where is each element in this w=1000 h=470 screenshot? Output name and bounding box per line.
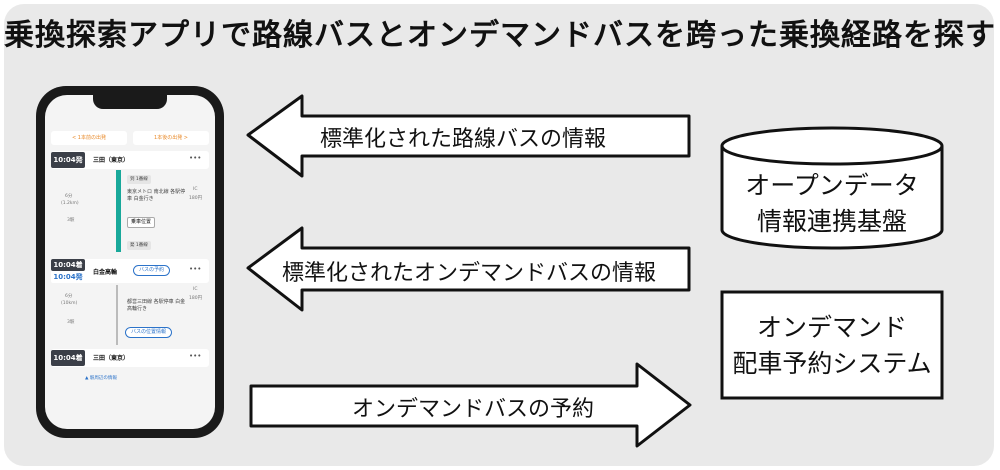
stop-card-transfer[interactable]: 10:04着 10:04発 白金高輪 バスの予約 •••	[51, 259, 209, 283]
app-screen: < 1本前の出発 1本後の出発 > 10:04発 三田（東京） ••• 6分 (…	[45, 95, 215, 429]
bus-location-button[interactable]: バスの位置情報	[125, 327, 173, 338]
next-departure-tab[interactable]: 1本後の出発 >	[133, 131, 209, 145]
open-data-platform-label: オープンデータ 情報連携基盤	[722, 168, 942, 240]
diagram-title: 乗換探索アプリで路線バスとオンデマンドバスを跨った乗換経路を探す	[4, 18, 996, 53]
smartphone: < 1本前の出発 1本後の出発 > 10:04発 三田（東京） ••• 6分 (…	[36, 86, 224, 438]
boarding-position-button[interactable]: 乗車位置	[127, 217, 156, 228]
leg1-platform-top: 到 1番線	[127, 175, 151, 184]
transfer-station-name: 白金高輪	[93, 269, 118, 276]
reservation-system-label: オンデマンド 配車予約システム	[722, 310, 942, 382]
stop-card-destination[interactable]: 10:04着 三田（東京） •••	[51, 349, 209, 367]
leg1-platform-bottom: 発 1番線	[127, 241, 151, 250]
database-cylinder	[720, 126, 944, 250]
prev-departure-tab[interactable]: < 1本前の出発	[51, 131, 127, 145]
arrow-reservation	[249, 362, 692, 448]
phone-notch	[93, 95, 167, 109]
more-icon[interactable]: •••	[189, 154, 202, 162]
open-data-line1: オープンデータ	[745, 171, 919, 200]
departure-tabs: < 1本前の出発 1本後の出発 >	[51, 131, 209, 145]
more-icon-3[interactable]: •••	[189, 352, 202, 360]
leg2-fare-label: IC	[193, 287, 198, 292]
reservation-line2: 配車予約システム	[732, 349, 932, 378]
destination-station-name: 三田（東京）	[93, 355, 130, 362]
leg1-distance: (1.2km)	[61, 201, 79, 206]
leg2-fare: 180円	[189, 296, 203, 301]
leg1-stops: 3駅	[67, 218, 75, 223]
bus-reservation-button[interactable]: バスの予約	[133, 265, 171, 276]
open-data-line2: 情報連携基盤	[756, 207, 907, 236]
arrow-label-route-bus: 標準化された路線バスの情報	[320, 127, 607, 152]
station-name: 三田（東京）	[93, 157, 130, 164]
arrow-route-bus-info	[246, 94, 691, 178]
leg1-route: 東京メトロ 南北線 各駅停車 白金行き	[127, 189, 186, 202]
departure-time-2: 10:04発	[51, 271, 85, 283]
station-area-info-link[interactable]: ▲ 駅周辺の情報	[85, 376, 117, 381]
route-line-train	[116, 170, 121, 252]
leg1-duration: 6分	[65, 194, 73, 199]
arrow-on-demand-info	[246, 226, 691, 312]
more-icon-2[interactable]: •••	[189, 265, 202, 273]
arrival-time-final: 10:04着	[51, 350, 85, 366]
reservation-system-box	[720, 290, 944, 400]
arrow-label-on-demand: 標準化されたオンデマンドバスの情報	[282, 261, 657, 286]
route-line-bus	[116, 285, 118, 345]
arrow-label-reservation: オンデマンドバスの予約	[352, 397, 595, 422]
leg2-duration: 6分	[65, 294, 73, 299]
arrival-time: 10:04着	[51, 259, 85, 271]
stop-card-origin[interactable]: 10:04発 三田（東京） •••	[51, 151, 209, 169]
leg1-fare-label: IC	[193, 187, 198, 192]
reservation-line1: オンデマンド	[756, 313, 907, 342]
leg2-stops: 3駅	[67, 320, 75, 325]
departure-time: 10:04発	[51, 152, 85, 168]
leg1-fare: 180円	[189, 196, 203, 201]
leg2-route: 都営三田線 各駅停車 白金高輪行き	[127, 299, 186, 312]
leg2-distance: (10km)	[61, 301, 78, 306]
